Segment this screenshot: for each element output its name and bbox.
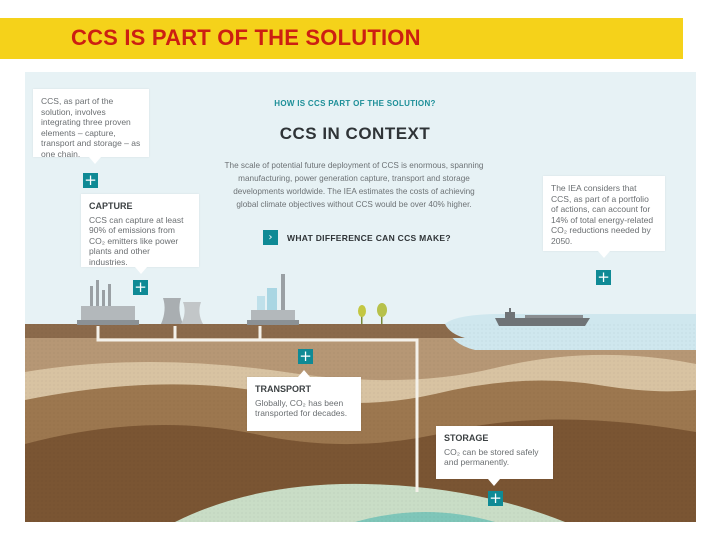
transport-expand-button[interactable]: + <box>298 347 313 365</box>
capture-card: CAPTURE CCS can capture at least 90% of … <box>81 194 199 274</box>
storage-card: STORAGE CO₂ can be stored safely and per… <box>436 426 553 486</box>
iea-expand-button[interactable]: + <box>596 268 611 286</box>
arrow-right-icon: › <box>263 230 278 245</box>
section-heading: CCS IN CONTEXT <box>279 124 431 143</box>
iea-card-text: The IEA considers that CCS, as part of a… <box>551 183 654 246</box>
factory-illustration <box>77 280 139 325</box>
capture-card-text: CCS can capture at least 90% of emission… <box>89 214 184 267</box>
storage-card-text: CO₂ can be stored safely and permanently… <box>444 446 539 468</box>
intro-paragraph: The scale of potential future deployment… <box>224 161 484 209</box>
power-plant-illustration <box>247 274 299 325</box>
ship-illustration <box>495 308 590 326</box>
ccs-infographic: HOW IS CCS PART OF THE SOLUTION? CCS IN … <box>25 72 696 522</box>
chain-expand-button[interactable]: + <box>83 171 98 189</box>
transport-card-title: TRANSPORT <box>255 384 311 394</box>
chain-card-text: CCS, as part of the solution, involves i… <box>41 96 141 159</box>
difference-link-label: WHAT DIFFERENCE CAN CCS MAKE? <box>287 232 451 243</box>
difference-link[interactable]: › WHAT DIFFERENCE CAN CCS MAKE? <box>263 230 451 245</box>
co2-pipeline <box>96 326 419 492</box>
slide-title: CCS IS PART OF THE SOLUTION <box>71 25 421 50</box>
cooling-towers-illustration <box>161 298 203 324</box>
storage-expand-button[interactable]: + <box>488 489 503 507</box>
storage-card-title: STORAGE <box>444 433 489 443</box>
transport-card: TRANSPORT Globally, CO₂ has been transpo… <box>247 370 361 431</box>
capture-card-title: CAPTURE <box>89 201 133 211</box>
section-kicker: HOW IS CCS PART OF THE SOLUTION? <box>274 99 436 108</box>
capture-expand-button[interactable]: + <box>133 278 148 296</box>
chain-card: CCS, as part of the solution, involves i… <box>33 89 149 164</box>
iea-card: The IEA considers that CCS, as part of a… <box>543 176 665 258</box>
transport-card-text: Globally, CO₂ has been transported for d… <box>255 397 348 419</box>
title-bar <box>0 18 683 59</box>
trees-illustration <box>358 303 387 324</box>
